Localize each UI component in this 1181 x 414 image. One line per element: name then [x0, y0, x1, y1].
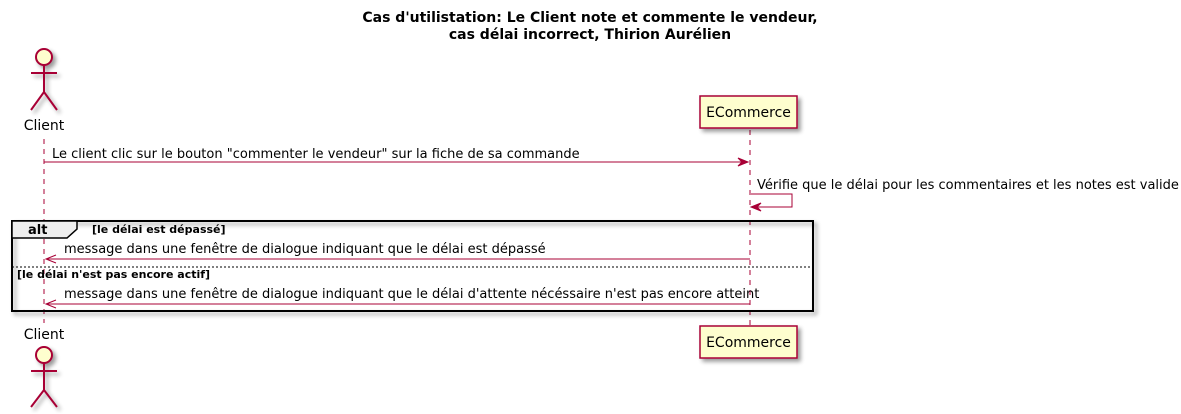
- diagram-title-line2: cas délai incorrect, Thirion Aurélien: [449, 27, 731, 43]
- alt-guard-1: [le délai est dépassé]: [92, 223, 226, 236]
- alt-guard-2: [le délai n'est pas encore actif]: [17, 268, 210, 281]
- arrowhead-4: [44, 299, 57, 309]
- arrowhead-3: [44, 254, 57, 264]
- message-label-3: message dans une fenêtre de dialogue ind…: [64, 242, 546, 257]
- client-label-top: Client: [24, 118, 65, 134]
- ecommerce-participant-bottom: [699, 325, 798, 359]
- alt-fragment-tab: [11, 220, 78, 239]
- arrowhead-1: [737, 157, 750, 167]
- diagram-title-line1: Cas d'utilistation: Le Client note et co…: [362, 10, 817, 26]
- ecommerce-label-bottom: ECommerce: [706, 335, 791, 351]
- alt-fragment-frame: [11, 220, 814, 312]
- message-label-2: Vérifie que le délai pour les commentair…: [757, 178, 1179, 193]
- client-actor-top-icon: [30, 48, 58, 111]
- ecommerce-label-top: ECommerce: [706, 105, 791, 121]
- message-label-1: Le client clic sur le bouton "commenter …: [52, 147, 580, 162]
- message-label-4: message dans une fenêtre de dialogue ind…: [64, 287, 759, 302]
- client-actor-bottom-icon: [30, 346, 58, 408]
- client-label-bottom: Client: [24, 327, 65, 343]
- message-arrow-2: [751, 193, 793, 208]
- alt-keyword: alt: [28, 223, 47, 238]
- arrowhead-2: [749, 202, 762, 212]
- ecommerce-participant-top: [699, 95, 798, 129]
